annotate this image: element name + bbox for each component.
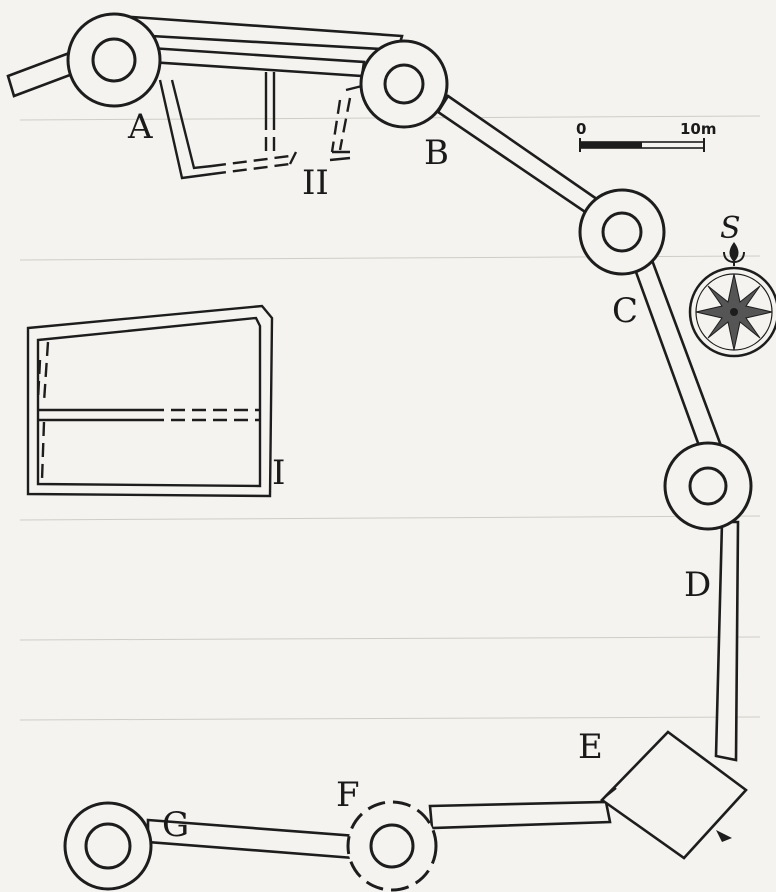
building-ii [158,72,363,180]
tower-b [359,39,449,129]
wall-d-e [714,520,740,762]
wall-a-b-south [148,46,366,78]
label-building-ii: II [302,163,329,203]
compass-star-icon [695,273,773,351]
label-tower-c: C [612,291,638,331]
label-tower-e: E [578,727,603,767]
tower-e [600,730,748,860]
tower-c [578,188,666,276]
label-tower-g: G [162,805,189,845]
label-tower-b: B [424,133,449,173]
wall-b-c [436,94,606,220]
building-i [26,304,274,498]
small-arrow-icon [716,830,732,842]
tower-f [346,800,438,892]
tower-a [66,12,162,108]
scale-start-label: 0 [576,120,586,138]
label-tower-d: D [684,565,711,605]
wall-e-f [428,800,612,830]
tower-d [663,441,753,531]
tower-g [63,801,153,891]
scale-bar: 0 10m [576,120,717,152]
fleur-de-lis-icon [723,242,745,266]
label-tower-a: A [127,107,153,147]
label-building-i: I [272,453,285,493]
label-tower-f: F [336,775,360,815]
compass-rose: S [688,211,776,358]
scale-end-label: 10m [680,120,717,138]
compass-letter: S [720,211,741,246]
